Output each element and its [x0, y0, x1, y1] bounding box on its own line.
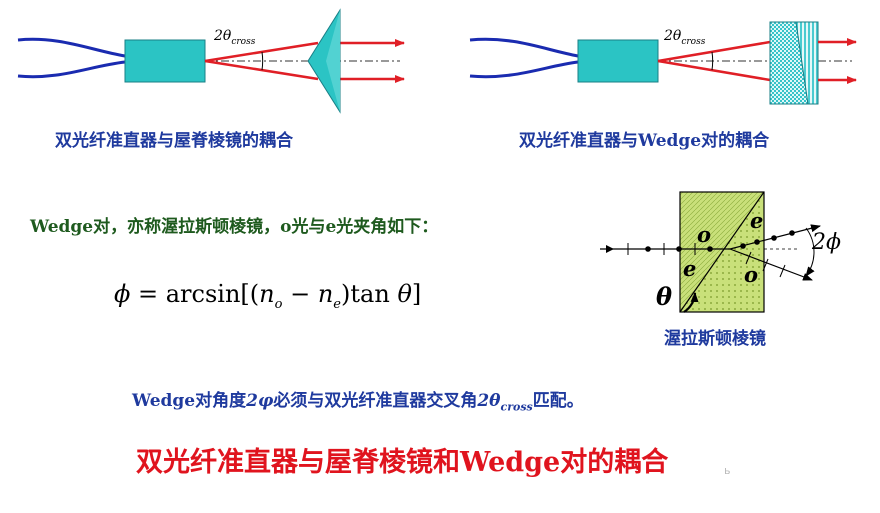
right-caption: 双光纤准直器与Wedge对的耦合 — [519, 131, 770, 151]
beam-upper — [657, 40, 771, 63]
formula-arcsin: = arcsin — [138, 280, 241, 308]
wedge-right — [795, 21, 819, 105]
left-diagram — [17, 8, 405, 114]
phi-arc — [805, 227, 815, 277]
wollaston-label-theta: θ — [656, 282, 673, 311]
theta-arc — [683, 292, 699, 313]
formula-sub-o: o — [274, 296, 283, 312]
right-angle-label: 2θcross — [664, 28, 705, 47]
fiber-upper — [17, 37, 126, 58]
formula-minus: − — [282, 280, 318, 308]
output-ray-lower — [729, 248, 813, 281]
formula-n: n — [259, 280, 275, 308]
fiber-lower — [17, 60, 126, 79]
match-2phi: 2φ — [246, 391, 274, 411]
watermark: ь — [724, 464, 731, 477]
angle-arc — [261, 51, 264, 71]
collimator-body — [577, 39, 659, 83]
match-cross-sub: cross — [500, 400, 533, 414]
match-part3: 必须与双光纤准直器交叉角 — [273, 391, 478, 411]
formula-theta: θ — [397, 280, 412, 308]
match-text: Wedge对角度2φ必须与双光纤准直器交叉角2θcross匹配。 — [132, 386, 584, 413]
match-2theta: 2θ — [477, 391, 501, 411]
right-diagram — [469, 21, 857, 105]
fiber-lower — [469, 60, 579, 79]
wollaston-label-o-top: o — [697, 222, 712, 247]
beam-lower — [204, 59, 319, 81]
wollaston-label-e-top: e — [750, 208, 764, 233]
angle-symbol: 2θ — [214, 28, 232, 44]
fiber-upper — [469, 37, 579, 58]
angle-subscript: cross — [681, 36, 706, 47]
formula-n: n — [317, 280, 334, 308]
formula-phi: ϕ — [114, 280, 131, 308]
beam-lower — [657, 59, 771, 82]
match-part1: Wedge对角度 — [132, 391, 247, 411]
wollaston-label-2phi: 2ϕ — [812, 230, 841, 255]
formula-sub-e: e — [333, 296, 341, 312]
wollaston-diagonal — [679, 191, 765, 313]
angle-subscript: cross — [231, 36, 256, 47]
wollaston-label-e-left: e — [683, 256, 697, 281]
angle-arc — [711, 51, 714, 71]
match-part5: 匹配。 — [532, 391, 584, 411]
roof-prism-facet — [326, 10, 340, 112]
angle-symbol: 2θ — [664, 28, 682, 44]
formula-tan: tan — [350, 280, 390, 308]
phi-formula: ϕ = arcsin[(no − ne)tan θ] — [114, 280, 422, 312]
collimator-body — [124, 39, 206, 83]
wollaston-caption: 渥拉斯顿棱镜 — [664, 329, 766, 349]
left-angle-label: 2θcross — [214, 28, 255, 47]
wollaston-diagram — [600, 191, 821, 313]
left-caption: 双光纤准直器与屋脊棱镜的耦合 — [55, 131, 293, 151]
bottom-title: 双光纤准直器与屋脊棱镜和Wedge对的耦合 — [136, 447, 669, 478]
wollaston-label-o-bottom: o — [744, 262, 759, 287]
beam-upper — [204, 41, 319, 63]
intro-text: Wedge对，亦称渥拉斯顿棱镜，o光与e光夹角如下： — [30, 217, 439, 237]
